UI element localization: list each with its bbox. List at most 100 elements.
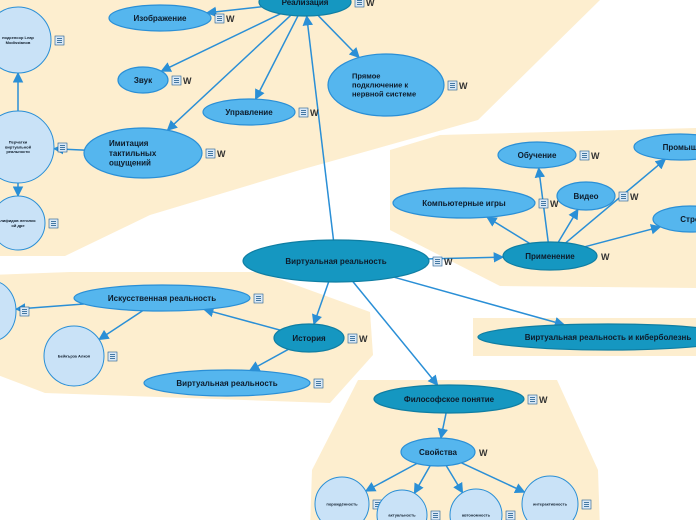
node-sound[interactable]: Звук W: [117, 66, 192, 94]
node-shape-vr2[interactable]: [143, 369, 311, 397]
edge-vr-cyber: [394, 276, 566, 328]
node-leaf_b3[interactable]: автономность: [449, 488, 516, 520]
wikipedia-icon[interactable]: W: [459, 81, 468, 91]
wikipedia-icon[interactable]: W: [359, 334, 368, 344]
node-leaf_b4[interactable]: интерактивность: [521, 475, 592, 520]
wikipedia-icon[interactable]: W: [479, 448, 488, 458]
node-shape-cyber[interactable]: [477, 323, 696, 351]
node-leaf_left2[interactable]: Бейкърза Алкоя: [43, 325, 118, 387]
node-label-games: Компьютерные игры: [422, 199, 506, 208]
edge-vr-realization: [302, 14, 335, 241]
node-label-application: Применение: [525, 252, 575, 261]
node-label-artificial: Искусственная реальность: [108, 294, 216, 303]
node-shape-sound[interactable]: [117, 66, 169, 94]
node-label-vr2: Виртуальная реальность: [176, 379, 277, 388]
node-shape-leaf_tl3[interactable]: [0, 195, 46, 251]
node-label-sound: Звук: [134, 76, 153, 85]
edge-properties-leaf_b1: [364, 462, 418, 492]
wikipedia-icon[interactable]: W: [310, 108, 319, 118]
wikipedia-icon[interactable]: W: [591, 151, 600, 161]
node-construction[interactable]: Стро: [652, 205, 696, 233]
wikipedia-icon[interactable]: W: [217, 149, 226, 159]
node-shape-philosophy[interactable]: [373, 384, 525, 414]
wikipedia-icon[interactable]: W: [539, 395, 548, 405]
node-cyber[interactable]: Виртуальная реальность и киберболезнь: [477, 323, 696, 351]
wikipedia-icon[interactable]: W: [601, 252, 610, 262]
node-shape-image[interactable]: [108, 4, 212, 32]
node-shape-video[interactable]: [556, 181, 616, 211]
node-label-control: Управление: [225, 108, 273, 117]
wikipedia-icon[interactable]: W: [183, 76, 192, 86]
node-label-leaf_b1: порождённость: [326, 501, 358, 506]
node-shape-properties[interactable]: [400, 437, 476, 467]
node-leaf_b2[interactable]: актуальность: [376, 489, 441, 520]
node-industry[interactable]: Промыш: [633, 133, 696, 161]
node-application[interactable]: Применение W: [502, 241, 610, 271]
node-shape-direct[interactable]: [327, 53, 445, 117]
node-shape-leaf_tl1[interactable]: [0, 6, 52, 74]
node-shape-education[interactable]: [497, 141, 577, 169]
node-shape-control[interactable]: [202, 98, 296, 126]
wikipedia-icon[interactable]: W: [444, 257, 453, 267]
node-shape-leaf_left1[interactable]: [0, 281, 17, 341]
node-vr[interactable]: Виртуальная реальность W: [242, 239, 453, 283]
node-shape-leaf_b2[interactable]: [376, 489, 428, 520]
wikipedia-icon[interactable]: W: [550, 199, 559, 209]
connection-lines: [12, 6, 667, 495]
edge-realization-direct: [317, 14, 360, 59]
node-shape-artificial[interactable]: [73, 284, 251, 312]
wikipedia-icon[interactable]: W: [226, 14, 235, 24]
edge-application-video: [557, 208, 579, 243]
cluster-region-1: [0, 0, 600, 256]
node-shape-vr[interactable]: [242, 239, 430, 283]
node-leaf_left1[interactable]: [0, 281, 30, 341]
node-label-cyber: Виртуальная реальность и киберболезнь: [525, 333, 692, 342]
node-label-leaf_b3: автономность: [462, 512, 491, 517]
edge-application-construction: [584, 224, 662, 248]
edge-properties-leaf_b4: [461, 462, 526, 493]
node-games[interactable]: Компьютерные игры W: [392, 187, 559, 219]
node-label-leaf_left2: Бейкърза Алкоя: [58, 353, 91, 358]
node-properties[interactable]: Свойства W: [400, 437, 488, 467]
node-control[interactable]: Управление W: [202, 98, 319, 126]
node-shape-tactile[interactable]: [83, 127, 203, 179]
node-label-leaf_b4: интерактивность: [533, 501, 568, 506]
node-shape-leaf_left2[interactable]: [43, 325, 105, 387]
node-artificial[interactable]: Искусственная реальность: [73, 284, 264, 312]
node-shape-application[interactable]: [502, 241, 598, 271]
node-shape-leaf_b3[interactable]: [449, 488, 503, 520]
note-icon[interactable]: [354, 0, 365, 8]
node-label-vr: Виртуальная реальность: [285, 257, 386, 266]
node-shape-leaf_b4[interactable]: [521, 475, 579, 520]
edge-realization-tactile: [166, 14, 292, 131]
edge-artificial-leaf_left2: [98, 310, 144, 341]
node-shape-construction[interactable]: [652, 205, 696, 233]
node-shape-leaf_tl2[interactable]: [0, 110, 55, 184]
node-shape-industry[interactable]: [633, 133, 696, 161]
edge-realization-control: [254, 15, 299, 101]
node-vr2[interactable]: Виртуальная реальность: [143, 369, 324, 397]
edge-history-vr2: [248, 348, 289, 372]
node-label-properties: Свойства: [419, 448, 458, 457]
node-shape-history[interactable]: [273, 323, 345, 353]
node-shape-leaf_b1[interactable]: [314, 476, 370, 520]
edge-philosophy-properties: [437, 412, 448, 440]
edge-application-industry: [565, 158, 667, 244]
node-shape-games[interactable]: [392, 187, 536, 219]
wikipedia-icon[interactable]: W: [630, 192, 639, 202]
node-shape-realization[interactable]: [258, 0, 352, 17]
wikipedia-icon[interactable]: W: [366, 0, 375, 8]
